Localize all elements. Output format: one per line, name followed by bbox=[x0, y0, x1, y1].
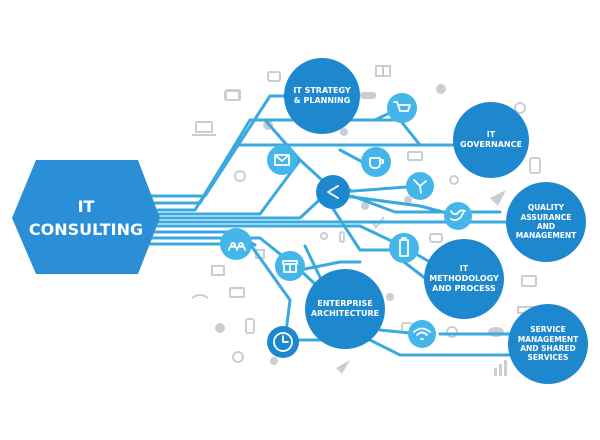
node-circle-it-strategy bbox=[284, 58, 360, 134]
connector-line bbox=[156, 143, 457, 212]
badge-circle bbox=[389, 233, 419, 263]
badge-glyph bbox=[228, 242, 246, 251]
hub-label: IT CONSULTING bbox=[14, 176, 158, 260]
badge-circle bbox=[220, 228, 252, 260]
shopping-cart-icon bbox=[387, 93, 417, 123]
badge-glyph bbox=[413, 327, 431, 340]
book-icon bbox=[375, 65, 391, 77]
badge-glyph bbox=[450, 209, 466, 222]
badge-circle bbox=[316, 175, 350, 209]
node-circle-enterprise bbox=[305, 269, 385, 349]
node-circle-methodology bbox=[424, 239, 504, 319]
hub-label-line1: IT bbox=[77, 196, 95, 216]
chat-icon bbox=[429, 233, 443, 243]
paper-plane-icon bbox=[336, 360, 350, 374]
bars-icon bbox=[494, 360, 507, 376]
sun-icon bbox=[436, 84, 446, 94]
node-label-it-strategy: IT STRATEGY & PLANNING bbox=[293, 86, 351, 105]
laptop-bottom-icon bbox=[229, 287, 245, 298]
gear-icon bbox=[514, 102, 526, 114]
battery-icon bbox=[389, 233, 419, 263]
bulb-icon bbox=[446, 326, 458, 338]
fan-icon bbox=[406, 172, 434, 200]
connector-line bbox=[298, 260, 362, 272]
connector-line bbox=[148, 242, 292, 342]
cup-icon bbox=[267, 71, 281, 82]
wifi-icon bbox=[408, 320, 436, 348]
icon-badges bbox=[220, 93, 472, 358]
service-nodes bbox=[284, 58, 588, 384]
gift-box-icon bbox=[275, 251, 305, 281]
connector-lines bbox=[148, 94, 522, 357]
badge-glyph bbox=[369, 157, 384, 169]
badge-glyph bbox=[399, 237, 409, 257]
monitor-right-icon bbox=[521, 275, 537, 287]
chat-bubble-icon bbox=[224, 90, 240, 101]
badge-glyph bbox=[274, 154, 290, 166]
hub-hexagon bbox=[12, 160, 160, 274]
node-label-methodology: IT METHODOLOGY AND PROCESS bbox=[429, 264, 499, 293]
twitter-bird-icon bbox=[444, 202, 472, 230]
plane-icon bbox=[490, 190, 506, 206]
hub-label-line2: CONSULTING bbox=[28, 220, 144, 239]
badge-circle bbox=[408, 320, 436, 348]
node-label-service: SERVICE MANAGEMENT AND SHARED SERVICES bbox=[517, 325, 579, 363]
badge-glyph bbox=[273, 332, 293, 352]
image-icon bbox=[211, 265, 225, 276]
envelope-icon bbox=[267, 145, 297, 175]
badge-circle bbox=[444, 202, 472, 230]
apple-icon bbox=[361, 202, 369, 210]
badge-circle bbox=[387, 93, 417, 123]
connector-line bbox=[358, 118, 422, 147]
tablet-icon bbox=[529, 157, 541, 174]
node-label-enterprise: ENTERPRISE ARCHITECTURE bbox=[310, 299, 380, 318]
wifi-small-icon bbox=[191, 294, 209, 299]
badge-glyph bbox=[327, 185, 339, 199]
coffee-cup-icon bbox=[361, 147, 391, 177]
refresh-icon bbox=[234, 170, 246, 182]
node-label-it-governance: IT GOVERNANCE bbox=[460, 130, 522, 149]
key-icon bbox=[320, 232, 328, 240]
clock-icon bbox=[267, 326, 299, 358]
leaf-icon bbox=[340, 128, 348, 136]
sync-icon bbox=[449, 175, 459, 185]
car-icon bbox=[360, 92, 376, 99]
people-icon bbox=[215, 323, 225, 333]
badge-glyph bbox=[393, 101, 411, 112]
node-circle-service bbox=[508, 304, 588, 384]
users-icon bbox=[220, 228, 252, 260]
badge-glyph bbox=[282, 260, 298, 273]
node-circle-quality bbox=[506, 182, 586, 262]
share-icon bbox=[316, 175, 350, 209]
check-icon bbox=[371, 216, 385, 229]
paperclip-icon bbox=[339, 231, 345, 243]
battery-small-icon bbox=[407, 151, 423, 161]
node-label-quality: QUALITY ASSURANCE AND MANAGEMENT bbox=[515, 203, 577, 241]
heart-icon bbox=[386, 293, 394, 301]
badge-glyph bbox=[413, 179, 427, 194]
gear-bottom-icon bbox=[232, 351, 244, 363]
drop-icon bbox=[270, 357, 278, 365]
connector-line bbox=[328, 202, 402, 252]
node-circle-it-governance bbox=[453, 102, 529, 178]
pin-icon bbox=[404, 196, 412, 204]
laptop-icon bbox=[192, 121, 216, 136]
phone-icon bbox=[245, 318, 255, 334]
badge-circle bbox=[361, 147, 391, 177]
